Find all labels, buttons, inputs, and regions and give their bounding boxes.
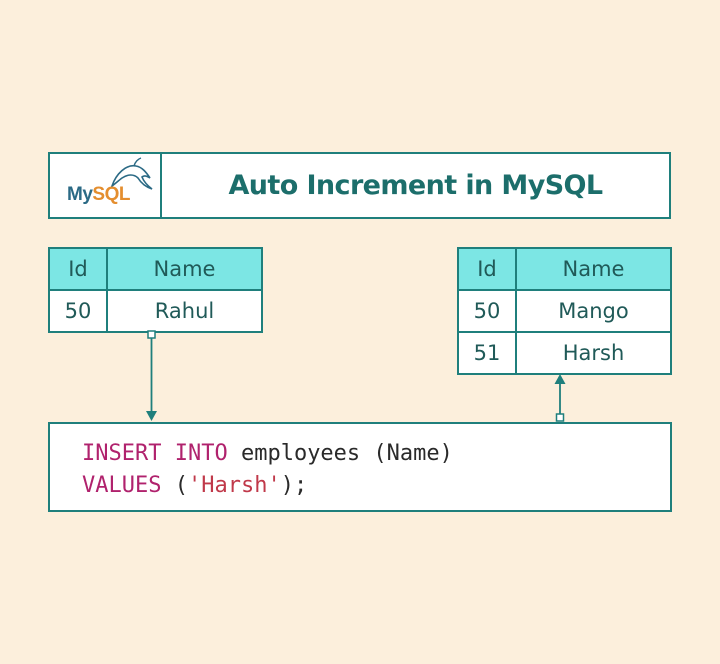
sql-code: INSERT INTO employees (Name) VALUES ('Ha… bbox=[82, 438, 453, 502]
mysql-logo-text: MySQL bbox=[67, 184, 130, 206]
code-text: ( bbox=[161, 473, 188, 498]
cell-name: Rahul bbox=[106, 289, 263, 333]
code-text: employees (Name) bbox=[227, 441, 453, 466]
cell-id: 51 bbox=[457, 331, 517, 375]
table-header-row: Id Name bbox=[457, 247, 672, 291]
left-table: Id Name 50 Rahul bbox=[48, 247, 263, 333]
keyword-insert: INSERT bbox=[82, 441, 162, 466]
column-header-id: Id bbox=[48, 247, 108, 291]
table-row: 50 Rahul bbox=[48, 289, 263, 333]
arrow-right-up bbox=[554, 374, 566, 422]
sql-code-box: INSERT INTO employees (Name) VALUES ('Ha… bbox=[48, 422, 672, 512]
page-title: Auto Increment in MySQL bbox=[228, 170, 604, 201]
right-table: Id Name 50 Mango 51 Harsh bbox=[457, 247, 672, 375]
keyword-into: INTO bbox=[174, 441, 228, 466]
column-header-name: Name bbox=[106, 247, 263, 291]
table-row: 50 Mango bbox=[457, 289, 672, 333]
title-banner: MySQL Auto Increment in MySQL bbox=[48, 152, 671, 219]
table-header-row: Id Name bbox=[48, 247, 263, 291]
dolphin-icon bbox=[110, 157, 153, 190]
cell-name: Harsh bbox=[515, 331, 672, 375]
string-literal: 'Harsh' bbox=[187, 473, 281, 498]
table-row: 51 Harsh bbox=[457, 331, 672, 375]
column-header-id: Id bbox=[457, 247, 517, 291]
mysql-logo: MySQL bbox=[50, 154, 162, 217]
cell-name: Mango bbox=[515, 289, 672, 333]
code-text: ); bbox=[280, 473, 308, 498]
logo-my: My bbox=[67, 184, 93, 205]
cell-id: 50 bbox=[457, 289, 517, 333]
keyword-values: VALUES bbox=[82, 473, 162, 498]
arrow-left-down bbox=[146, 330, 157, 421]
logo-sql: SQL bbox=[92, 184, 130, 205]
cell-id: 50 bbox=[48, 289, 108, 333]
column-header-name: Name bbox=[515, 247, 672, 291]
